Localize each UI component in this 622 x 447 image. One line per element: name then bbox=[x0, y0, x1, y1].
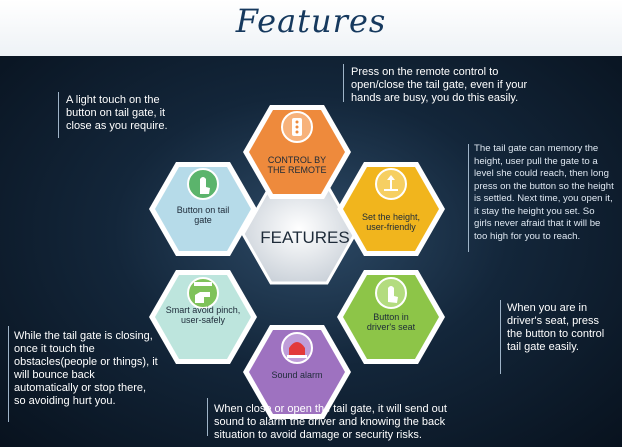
title-banner: Features bbox=[0, 0, 622, 56]
hex-alarm-fill bbox=[249, 330, 345, 414]
hex-remote-label: CONTROL BY THE REMOTE bbox=[257, 155, 337, 175]
hex-alarm-label: Sound alarm bbox=[257, 370, 337, 380]
hex-tailbutton-label-line: Button on tail bbox=[176, 205, 230, 215]
hex-remote bbox=[243, 105, 351, 199]
hex-driver bbox=[337, 270, 445, 364]
hex-driver-label-line: Button in bbox=[373, 312, 409, 322]
desc-pinch: While the tail gate is closing, once it … bbox=[14, 330, 158, 407]
hex-remote-label-line: CONTROL BY bbox=[267, 155, 327, 165]
hex-tailbutton-label-line: gate bbox=[194, 215, 212, 225]
leader-line-pinch bbox=[8, 326, 9, 422]
hex-remote-fill bbox=[249, 110, 345, 194]
leader-line-height bbox=[468, 144, 469, 252]
hex-remote-label-line: THE REMOTE bbox=[267, 165, 327, 175]
hex-height-label: Set the height, user-friendly bbox=[349, 212, 433, 232]
leader-line-tailbutton bbox=[58, 92, 59, 138]
hex-driver-label-line: driver's seat bbox=[366, 322, 416, 332]
hex-pinch-label-line: user-safely bbox=[180, 315, 225, 325]
remote-control-icon bbox=[281, 111, 313, 143]
height-adjust-icon bbox=[375, 168, 407, 200]
center-label: FEATURES bbox=[260, 228, 350, 247]
desc-alarm: When close or open the tail gate, it wil… bbox=[214, 403, 447, 441]
hex-tailbutton-fill bbox=[155, 167, 251, 251]
touch-button-icon bbox=[375, 277, 407, 309]
hex-alarm bbox=[243, 325, 351, 419]
hex-pinch bbox=[149, 270, 257, 364]
hex-alarm-label-line: Sound alarm bbox=[271, 370, 323, 380]
leader-line-driver bbox=[500, 300, 501, 374]
desc-height: The tail gate can memory the height, use… bbox=[474, 143, 614, 242]
alarm-light-icon bbox=[281, 332, 313, 364]
features-diagram: CONTROL BY THE REMOTE Set the height, us… bbox=[0, 56, 622, 447]
hand-pinch-icon bbox=[187, 277, 219, 309]
desc-driver: When you are in driver's seat, press the… bbox=[507, 302, 605, 353]
hex-driver-fill bbox=[343, 275, 439, 359]
leader-line-remote bbox=[343, 64, 344, 102]
hand-touch-icon bbox=[187, 168, 219, 200]
hex-height-label-line: user-friendly bbox=[366, 222, 416, 232]
desc-remote: Press on the remote control to open/clos… bbox=[351, 66, 528, 104]
desc-tailbutton: A light touch on the button on tail gate… bbox=[66, 94, 168, 132]
hex-tailbutton bbox=[149, 162, 257, 256]
hex-pinch-fill bbox=[155, 275, 251, 359]
hex-pinch-label: Smart avoid pinch, user-safely bbox=[157, 305, 249, 325]
hex-height-label-line: Set the height, bbox=[361, 212, 421, 222]
hex-tailbutton-label: Button on tail gate bbox=[163, 205, 243, 225]
hex-driver-label: Button in driver's seat bbox=[349, 312, 433, 332]
leader-line-alarm bbox=[207, 398, 208, 436]
hex-height-fill bbox=[343, 167, 439, 251]
page-title: Features bbox=[235, 2, 387, 40]
hexagon-ring bbox=[149, 105, 445, 419]
hex-pinch-label-line: Smart avoid pinch, bbox=[165, 305, 241, 315]
hex-height bbox=[337, 162, 445, 256]
